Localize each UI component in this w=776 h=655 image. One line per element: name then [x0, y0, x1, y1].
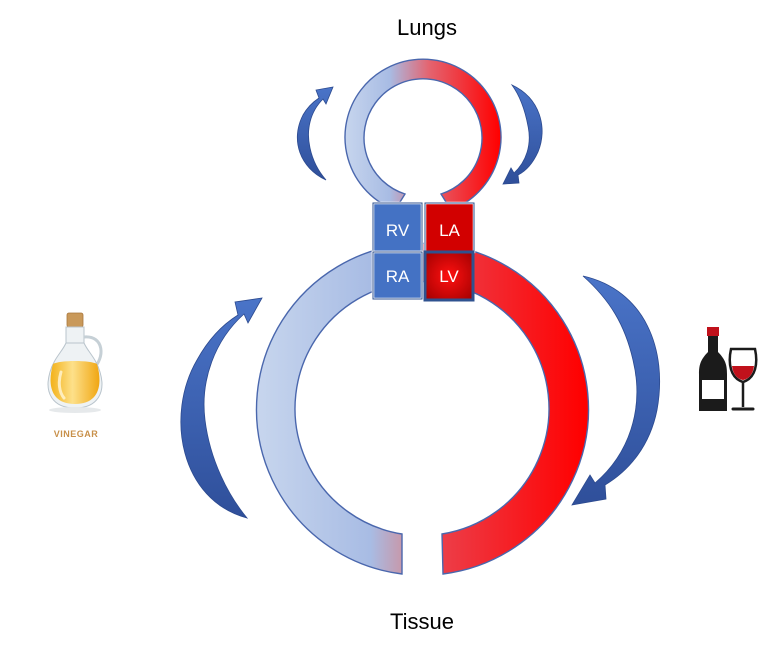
chamber-label-rv: RV [386, 221, 410, 240]
vinegar-bottle-icon [47, 312, 103, 413]
heart-chambers: RV LA RA LV [371, 201, 476, 302]
wine-bottle-glass-icon [699, 327, 758, 411]
pulmonary-circuit-ring [344, 58, 502, 211]
vinegar-label: VINEGAR [54, 429, 99, 439]
chamber-label-la: LA [439, 221, 460, 240]
tissue-label: Tissue [390, 609, 454, 634]
flow-arrow-right-icon [571, 275, 661, 506]
curved-flow-arrow-icon [180, 83, 661, 519]
chamber-label-lv: LV [439, 267, 459, 286]
flow-arrow-left-icon [180, 297, 263, 519]
lungs-label: Lungs [397, 15, 457, 40]
left-ventricle-box [423, 250, 475, 302]
systemic-circuit-ring [255, 242, 590, 575]
chamber-label-ra: RA [386, 267, 410, 286]
flow-arrow-top-left-icon [296, 86, 334, 181]
flow-arrow-top-right-icon [502, 83, 543, 185]
